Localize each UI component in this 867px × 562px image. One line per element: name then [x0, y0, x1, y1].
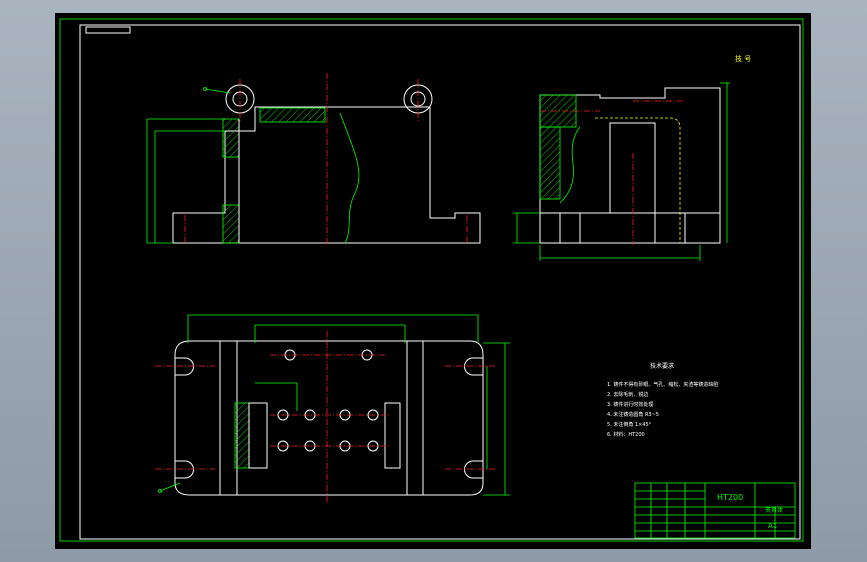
tech-line: 3. 铸件进行时效处理 — [607, 401, 653, 408]
cad-viewport[interactable]: 技术要求 1. 铸件不得有砂眼、气孔、缩松、夹渣等铸造缺陷 2. 去除毛刺、锐边… — [55, 13, 811, 549]
part-name-label: 夹具体 — [765, 506, 783, 514]
tech-line: 1. 铸件不得有砂眼、气孔、缩松、夹渣等铸造缺陷 — [607, 381, 718, 388]
title-block: HT200 夹具体 A1 — [634, 482, 796, 539]
corner-note: 技 号 — [735, 54, 751, 63]
tech-requirements: 技术要求 1. 铸件不得有砂眼、气孔、缩松、夹渣等铸造缺陷 2. 去除毛刺、锐边… — [607, 362, 718, 438]
front-view — [146, 73, 481, 245]
tech-line: 4. 未注铸造圆角 R3~5 — [607, 411, 659, 418]
tech-heading: 技术要求 — [650, 362, 674, 370]
cad-drawing: 技术要求 1. 铸件不得有砂眼、气孔、缩松、夹渣等铸造缺陷 2. 去除毛刺、锐边… — [59, 18, 804, 542]
tech-line: 2. 去除毛刺、锐边 — [607, 391, 648, 398]
outer-frame — [59, 18, 804, 542]
sheet-size-label: A1 — [768, 522, 777, 530]
hole-pattern — [277, 349, 379, 452]
corner-tag — [85, 26, 131, 34]
inner-frame — [79, 24, 801, 540]
side-view — [513, 82, 730, 261]
material-label: HT200 — [717, 493, 743, 502]
tech-line: 5. 未注倒角 1×45° — [607, 421, 652, 428]
top-view — [155, 314, 510, 503]
tech-line: 6. 材料：HT200 — [607, 431, 645, 438]
